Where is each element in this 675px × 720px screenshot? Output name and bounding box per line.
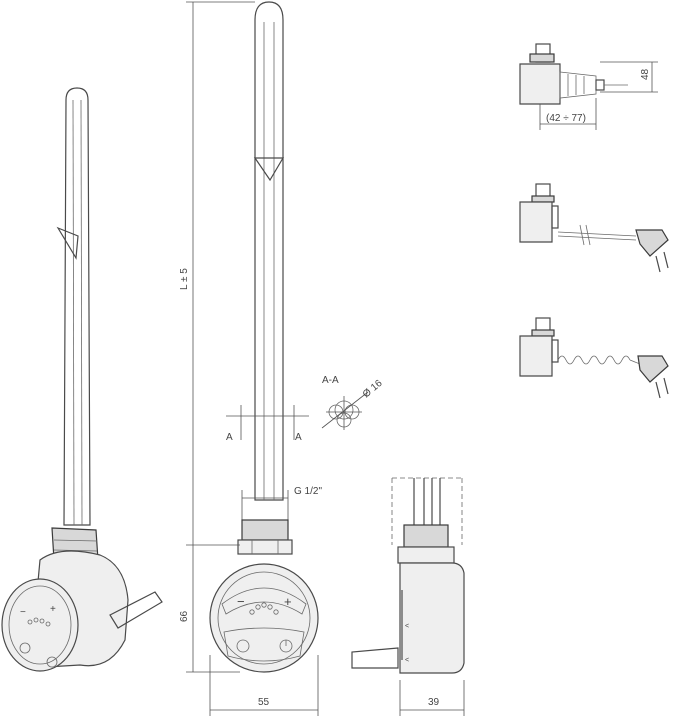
variant-straight-cable	[519, 183, 669, 273]
perspective-rod-clip	[56, 226, 79, 260]
depth-39-label: 39	[428, 697, 440, 708]
front-timer-button-icon	[236, 639, 250, 653]
coiled-cable	[557, 355, 631, 365]
range-label: (42 ÷ 77)	[546, 113, 586, 124]
plug-icon	[637, 355, 669, 383]
width-55-label: 55	[258, 697, 270, 708]
diameter-label: Ø 16	[361, 378, 385, 401]
perspective-cable	[109, 591, 163, 629]
front-nut	[241, 519, 289, 541]
front-control-face	[209, 563, 319, 673]
side-view: < < 39	[351, 477, 465, 716]
width-55-dimension: 55	[209, 655, 319, 716]
length-label: L ± 5	[179, 268, 190, 290]
front-rod	[254, 1, 284, 501]
front-led-dots	[249, 602, 279, 615]
side-cable	[351, 647, 399, 669]
front-rod-clip	[253, 157, 285, 182]
plug-icon	[635, 229, 669, 257]
side-nut	[403, 524, 449, 548]
perspective-timer-button-icon	[19, 642, 31, 654]
height-66-label: 66	[179, 610, 190, 622]
front-plus: +	[284, 594, 292, 609]
section-marker-left: A	[226, 432, 233, 443]
perspective-control-face	[1, 578, 79, 672]
perspective-minus: −	[20, 607, 26, 618]
section-marker-right: A	[295, 432, 302, 443]
front-minus: −	[237, 594, 245, 609]
height-48-label: 48	[640, 68, 651, 80]
section-aa-detail: A-A Ø 16	[321, 375, 385, 430]
perspective-view: − +	[1, 87, 163, 672]
height-66-dimension: 66	[179, 545, 240, 673]
section-title: A-A	[322, 375, 339, 386]
svg-text:<: <	[405, 623, 409, 630]
front-view: A A G 1/2" − +	[209, 1, 322, 673]
thread-label: G 1/2"	[294, 486, 322, 497]
perspective-plus: +	[50, 604, 56, 615]
perspective-power-button-icon	[46, 656, 58, 668]
svg-text:<: <	[405, 657, 409, 664]
perspective-led-dots	[27, 617, 51, 627]
perspective-rod	[63, 87, 91, 526]
variant-coiled-cable	[519, 317, 669, 399]
length-dimension: L ± 5	[179, 1, 255, 546]
side-body	[399, 562, 465, 674]
front-neck	[237, 539, 293, 555]
variant-wired-detail: 48 (42 ÷ 77)	[519, 43, 658, 130]
side-neck	[397, 546, 455, 564]
